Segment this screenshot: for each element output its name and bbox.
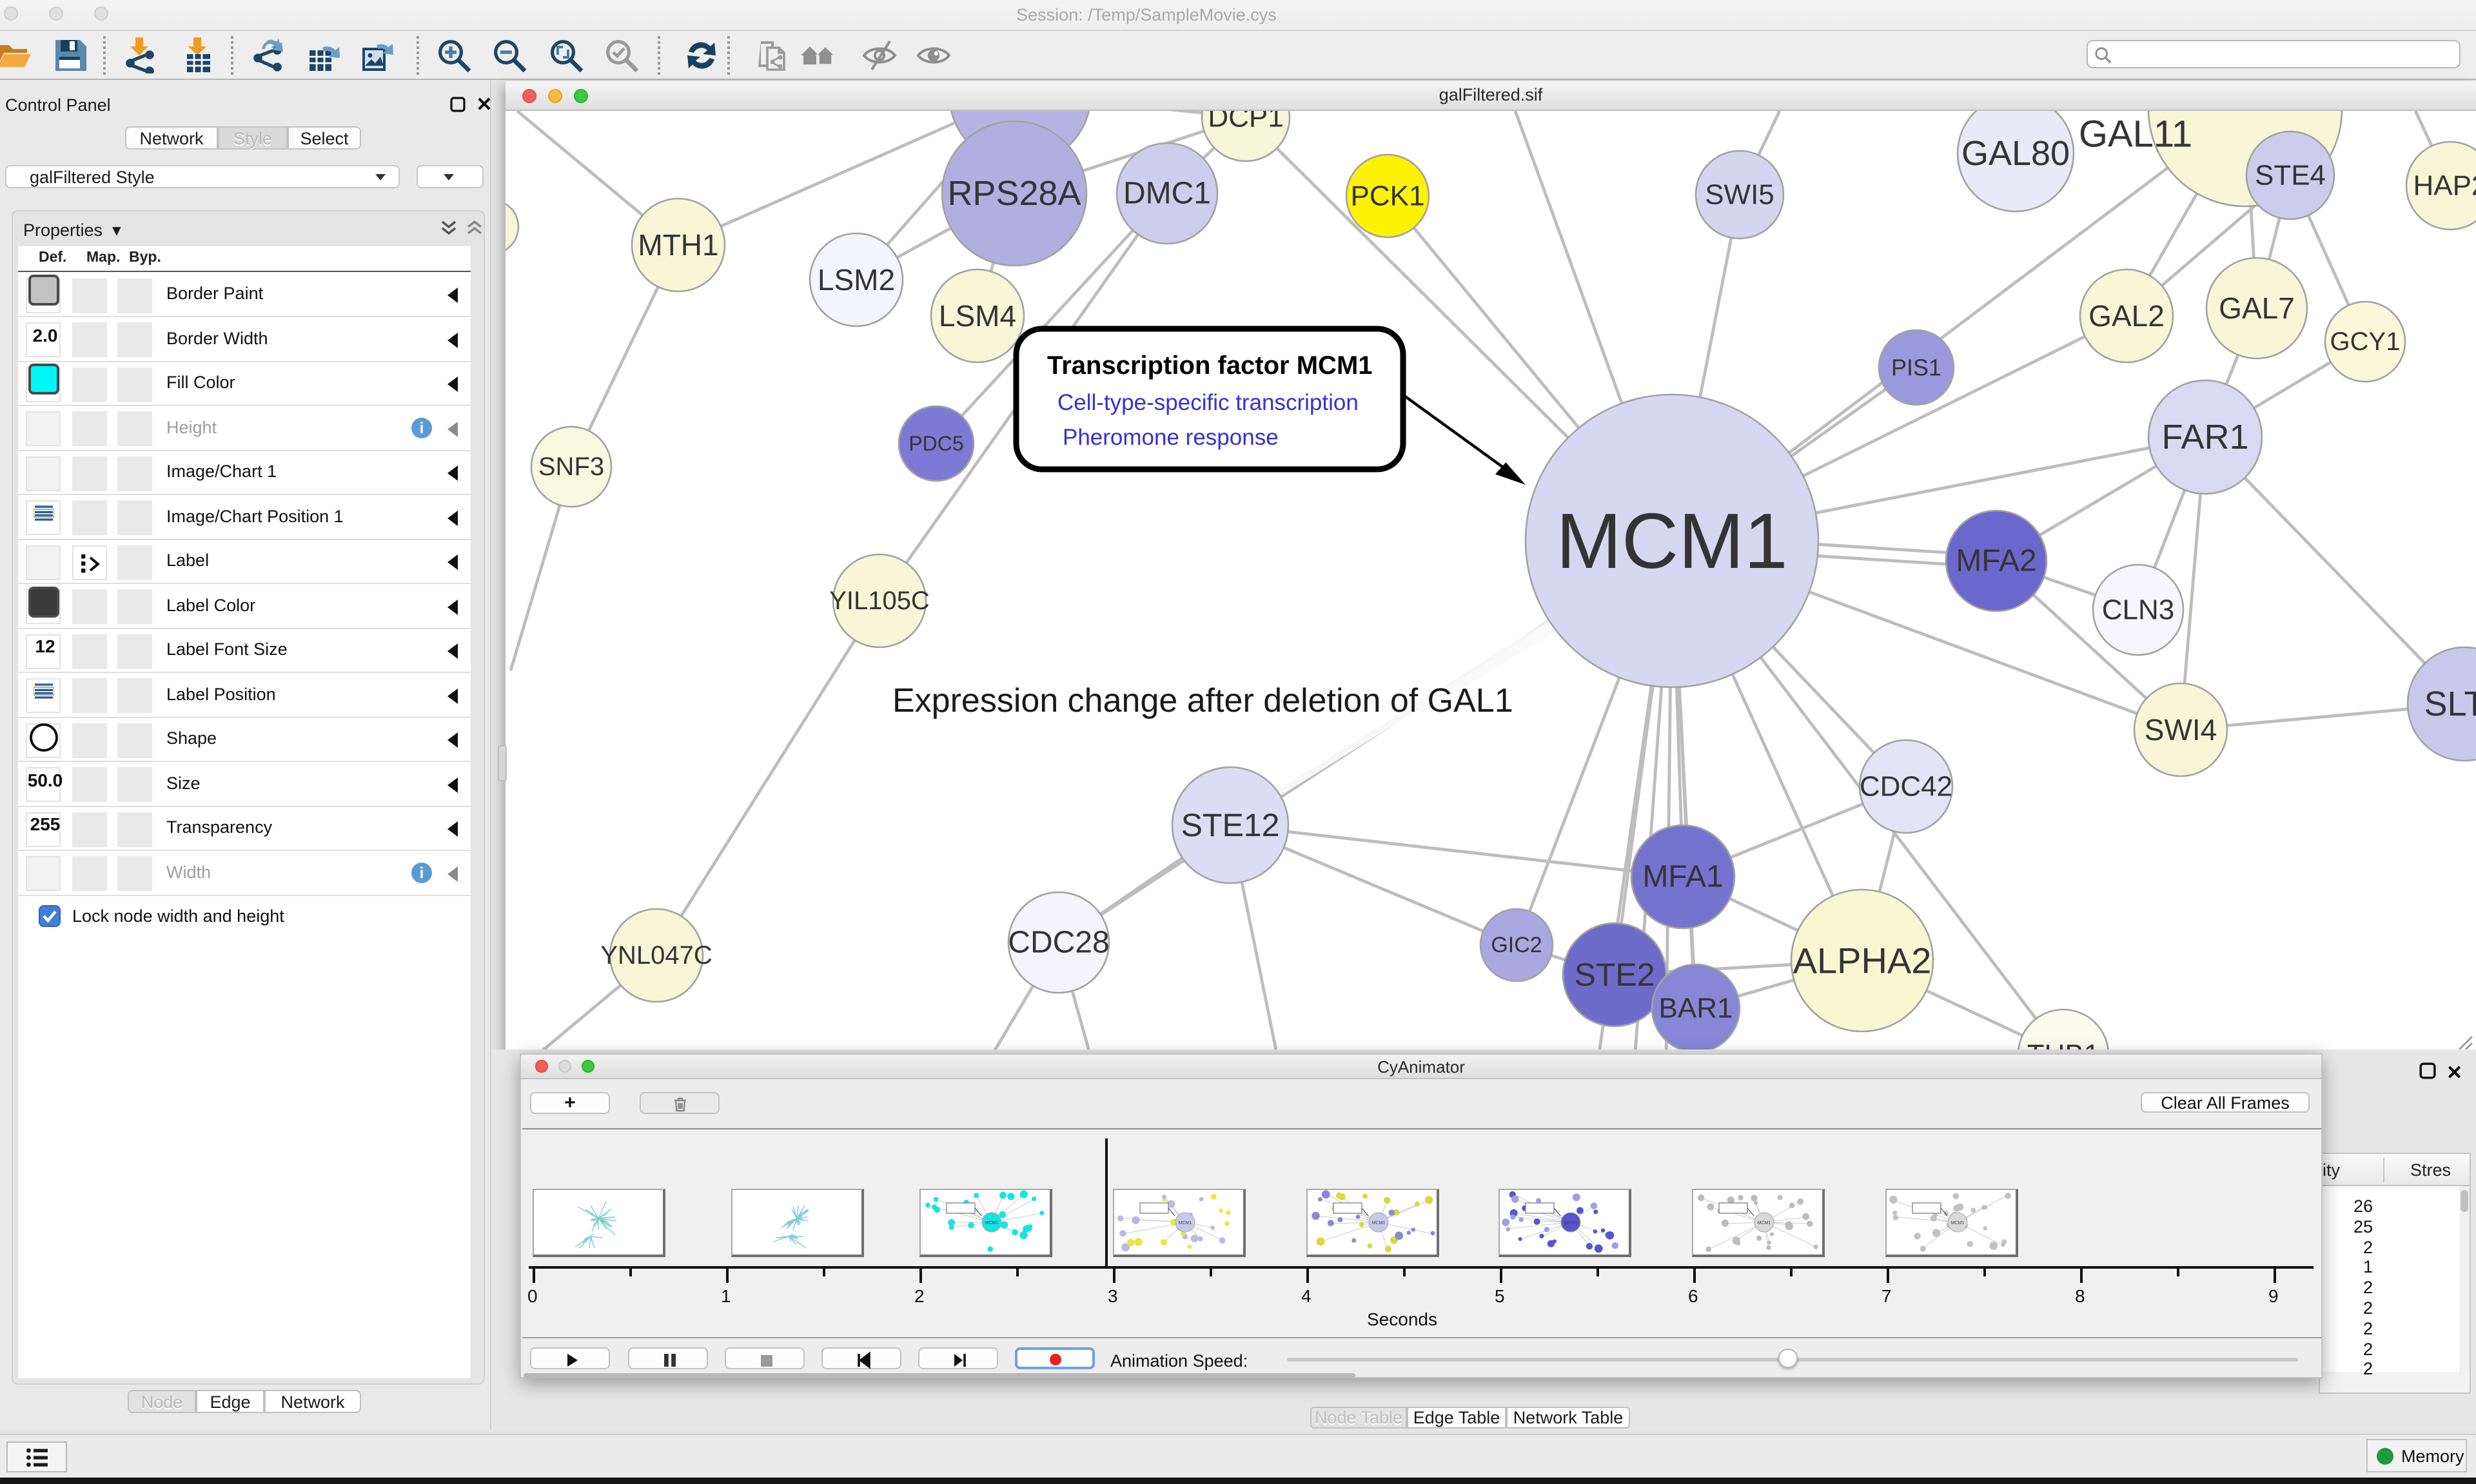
svg-text:GAL7: GAL7 bbox=[2219, 291, 2295, 325]
svg-text:Pheromone response: Pheromone response bbox=[1063, 425, 1279, 450]
svg-text:CDC42: CDC42 bbox=[1860, 771, 1952, 803]
svg-text:YNL047C: YNL047C bbox=[600, 941, 712, 970]
svg-text:RPS28A: RPS28A bbox=[947, 174, 1081, 213]
svg-text:GAL80: GAL80 bbox=[1961, 134, 2070, 173]
svg-text:MCM1: MCM1 bbox=[1951, 1221, 1965, 1225]
svg-text:PIS1: PIS1 bbox=[1891, 355, 1941, 381]
svg-text:PCK1: PCK1 bbox=[1351, 181, 1425, 212]
svg-text:GAL11: GAL11 bbox=[2079, 113, 2192, 155]
svg-text:MFA1: MFA1 bbox=[1642, 860, 1723, 894]
svg-text:MCM1: MCM1 bbox=[1758, 1221, 1771, 1225]
svg-text:MTH1: MTH1 bbox=[638, 228, 718, 262]
svg-text:SWI5: SWI5 bbox=[1705, 179, 1774, 211]
svg-text:FAR1: FAR1 bbox=[2161, 418, 2248, 456]
svg-text:LSM2: LSM2 bbox=[818, 263, 895, 297]
svg-text:MCM1: MCM1 bbox=[1179, 1221, 1192, 1225]
svg-text:DCP1: DCP1 bbox=[1208, 111, 1283, 133]
svg-text:STE4: STE4 bbox=[2255, 160, 2326, 191]
svg-text:PDC5: PDC5 bbox=[909, 432, 963, 455]
svg-text:GIC2: GIC2 bbox=[1491, 933, 1542, 957]
svg-text:SNF3: SNF3 bbox=[538, 453, 604, 481]
svg-text:HAP2: HAP2 bbox=[2413, 170, 2476, 202]
svg-text:MCM1: MCM1 bbox=[1372, 1221, 1386, 1225]
svg-text:STE2: STE2 bbox=[1574, 957, 1655, 993]
svg-text:Cell-type-specific transcripti: Cell-type-specific transcription bbox=[1057, 390, 1359, 415]
svg-text:MCM1: MCM1 bbox=[1556, 497, 1787, 585]
svg-text:Expression change after deleti: Expression change after deletion of GAL1 bbox=[892, 682, 1513, 719]
svg-text:SLT2: SLT2 bbox=[2424, 685, 2476, 723]
svg-text:MCM1: MCM1 bbox=[985, 1221, 999, 1225]
svg-text:GCY1: GCY1 bbox=[2330, 327, 2401, 356]
svg-text:YIL105C: YIL105C bbox=[829, 587, 930, 615]
svg-text:ALPHA2: ALPHA2 bbox=[1793, 941, 1932, 981]
svg-text:STE12: STE12 bbox=[1181, 807, 1280, 843]
svg-text:RPS28B: RPS28B bbox=[953, 111, 1086, 113]
svg-text:GAL2: GAL2 bbox=[2088, 299, 2165, 333]
svg-text:CDC28: CDC28 bbox=[1008, 926, 1109, 960]
svg-text:DMC1: DMC1 bbox=[1123, 177, 1211, 211]
svg-text:Transcription factor MCM1: Transcription factor MCM1 bbox=[1047, 351, 1373, 380]
svg-text:SWI4: SWI4 bbox=[2145, 713, 2217, 747]
svg-text:CLN3: CLN3 bbox=[2102, 594, 2175, 626]
svg-text:MFA2: MFA2 bbox=[1956, 544, 2036, 578]
svg-text:BAR1: BAR1 bbox=[1659, 993, 1733, 1024]
svg-text:LSM4: LSM4 bbox=[939, 299, 1016, 333]
svg-text:MCM1: MCM1 bbox=[1564, 1221, 1578, 1225]
